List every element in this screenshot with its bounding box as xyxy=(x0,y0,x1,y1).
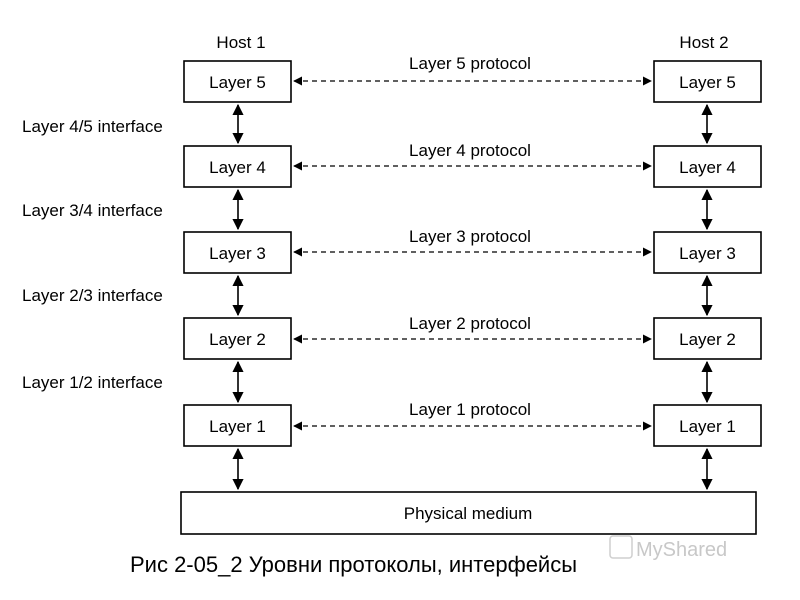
layer-row-4: Layer 4 Layer 4 Layer 4 protocol xyxy=(183,141,762,188)
host-1-layer-4-box xyxy=(183,145,292,188)
host-1-layer-1-label: Layer 1 xyxy=(209,417,266,436)
host-2-layer-3-label: Layer 3 xyxy=(679,244,736,263)
host-1-layer-3-box xyxy=(183,231,292,274)
host-2-layer-4-label: Layer 4 xyxy=(679,158,736,177)
host-1-layer-5-label: Layer 5 xyxy=(209,73,266,92)
layer-4-protocol-label: Layer 4 protocol xyxy=(409,141,531,160)
watermark-logo: MyShared xyxy=(609,535,727,561)
interface-4-5-label: Layer 4/5 interface xyxy=(22,117,163,136)
host-1-layer-4-label: Layer 4 xyxy=(209,158,266,177)
host-1-layer-3-label: Layer 3 xyxy=(209,244,266,263)
host-1-layer-1-box xyxy=(183,404,292,447)
host-2-layer-5-label: Layer 5 xyxy=(679,73,736,92)
interface-3-4-label: Layer 3/4 interface xyxy=(22,201,163,220)
watermark-icon xyxy=(609,535,633,559)
host-2-layer-4-box xyxy=(653,145,762,188)
host-2-layer-1-box xyxy=(653,404,762,447)
interface-2-3-label: Layer 2/3 interface xyxy=(22,286,163,305)
layer-row-2: Layer 2 Layer 2 Layer 2 protocol xyxy=(183,314,762,360)
host-2-layer-1-label: Layer 1 xyxy=(679,417,736,436)
layer-5-protocol-label: Layer 5 protocol xyxy=(409,54,531,73)
host-2-layer-2-label: Layer 2 xyxy=(679,330,736,349)
host-2-layer-3-box xyxy=(653,231,762,274)
host-1-title: Host 1 xyxy=(216,33,265,52)
interface-1-2-label: Layer 1/2 interface xyxy=(22,373,163,392)
layer-row-5: Layer 5 Layer 5 Layer 5 protocol xyxy=(183,54,762,103)
watermark-text: MyShared xyxy=(636,539,727,561)
layer-3-protocol-label: Layer 3 protocol xyxy=(409,227,531,246)
host-1-layer-2-label: Layer 2 xyxy=(209,330,266,349)
host-2-title: Host 2 xyxy=(679,33,728,52)
layer-2-protocol-label: Layer 2 protocol xyxy=(409,314,531,333)
host-2-layer-5-box xyxy=(653,60,762,103)
layer-row-1: Layer 1 Layer 1 Layer 1 protocol xyxy=(183,400,762,447)
figure-caption: Рис 2-05_2 Уровни протоколы, интерфейсы xyxy=(130,552,577,577)
layer-row-3: Layer 3 Layer 3 Layer 3 protocol xyxy=(183,227,762,274)
physical-medium-label: Physical medium xyxy=(404,504,533,523)
host-1-layer-5-box xyxy=(183,60,292,103)
layer-1-protocol-label: Layer 1 protocol xyxy=(409,400,531,419)
physical-medium-box xyxy=(180,491,757,535)
host-2-layer-2-box xyxy=(653,317,762,360)
host-1-layer-2-box xyxy=(183,317,292,360)
